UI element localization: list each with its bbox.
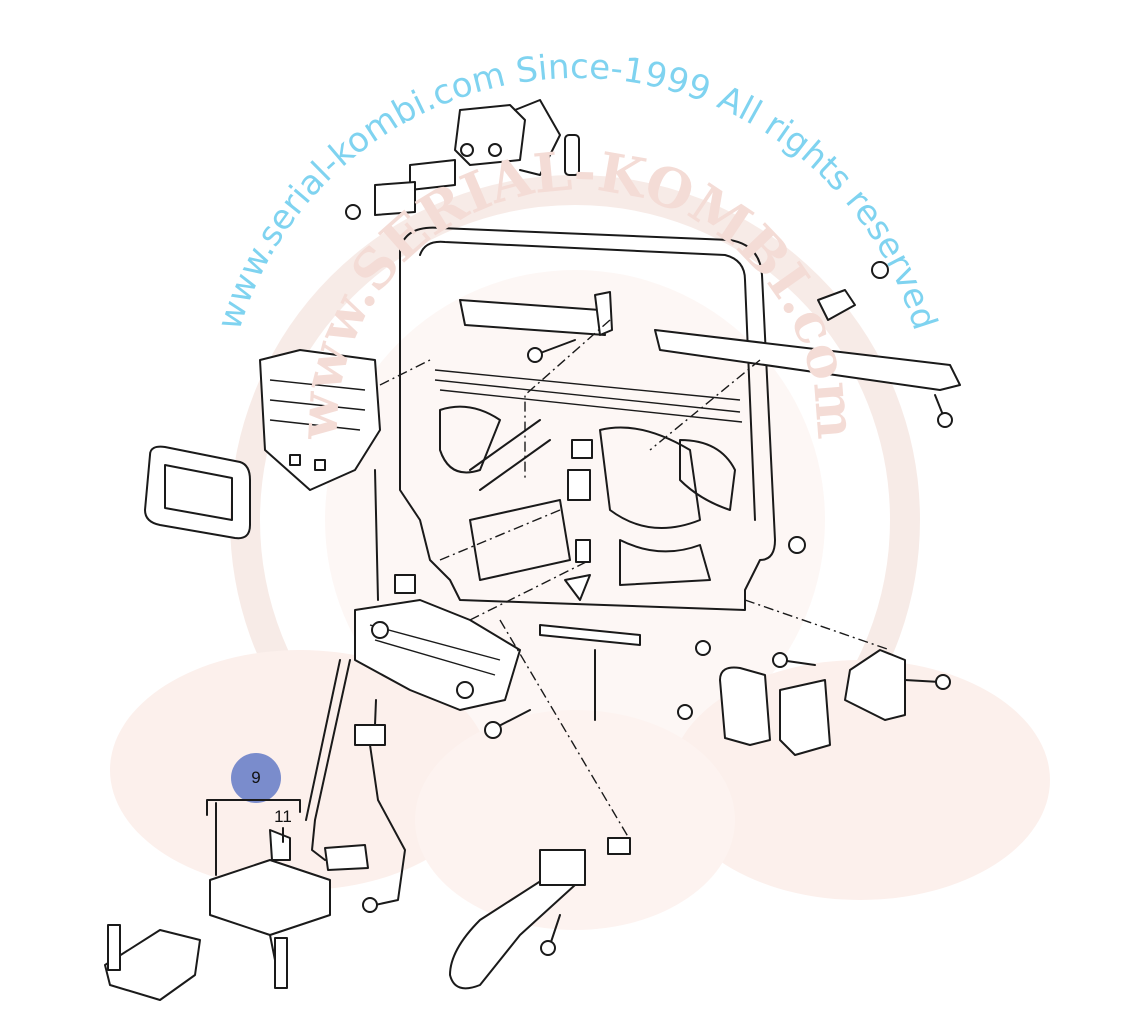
top-hinge — [345, 99, 580, 220]
door-panel — [399, 226, 776, 611]
callout-bracket — [206, 799, 301, 876]
callout-label-9: 9 — [251, 768, 260, 787]
upper-bracket — [459, 291, 613, 480]
striker-parts — [539, 536, 951, 756]
linkage-rods — [305, 659, 406, 906]
handle-housing — [259, 349, 431, 491]
callout-9[interactable]: 9 — [231, 753, 281, 803]
callout-label-11: 11 — [274, 807, 292, 826]
latch-assembly — [354, 469, 631, 841]
weatherstrip-rail — [649, 261, 961, 451]
callout-highlight-marker — [231, 753, 281, 803]
lower-lock-parts — [104, 829, 631, 1001]
handle-trim-ring — [144, 445, 251, 540]
